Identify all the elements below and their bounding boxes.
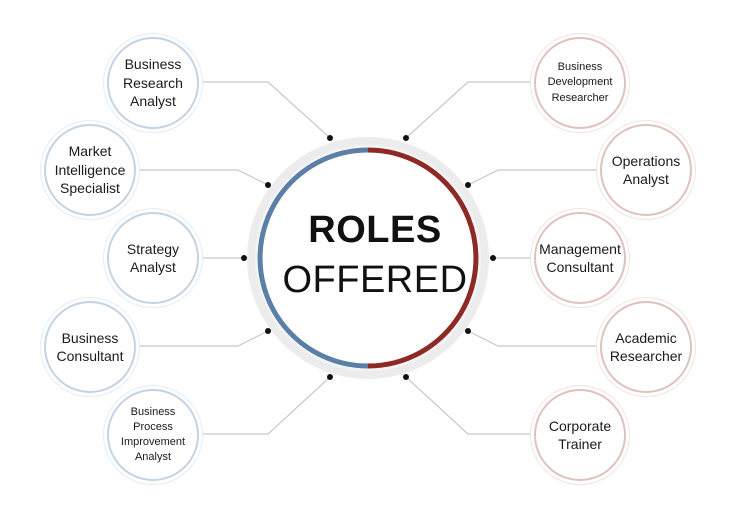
role-business-development-researcher: Business Development Researcher xyxy=(534,37,626,129)
connector-dot xyxy=(327,374,333,380)
connector-line xyxy=(200,376,331,435)
role-label: Strategy Analyst xyxy=(126,240,180,275)
connector-dot xyxy=(265,328,271,334)
role-label: Business Development Researcher xyxy=(547,61,613,104)
role-corporate-trainer: Corporate Trainer xyxy=(534,389,626,481)
hub-halo xyxy=(247,137,489,379)
role-market-intelligence-specialist: Market Intelligence Specialist xyxy=(44,124,136,216)
connector-dot xyxy=(403,135,409,141)
connector-line xyxy=(137,169,269,186)
role-operations-analyst: Operations Analyst xyxy=(600,124,692,216)
role-label: Market Intelligence Specialist xyxy=(54,143,126,197)
role-label: Business Process Improvement Analyst xyxy=(120,405,186,464)
connector-dot xyxy=(465,328,471,334)
connector-dot xyxy=(241,255,247,261)
connector-dot xyxy=(465,182,471,188)
hub-ring-left xyxy=(257,147,369,369)
role-label: Management Consultant xyxy=(539,240,621,275)
hub-ring-right xyxy=(367,147,479,369)
role-label: Academic Researcher xyxy=(609,329,683,364)
connector-line xyxy=(137,330,269,347)
connector-line xyxy=(405,81,534,139)
connector-dot xyxy=(327,135,333,141)
role-label: Operations Analyst xyxy=(611,152,681,187)
connector-line xyxy=(467,169,600,186)
role-label: Business Research Analyst xyxy=(123,56,183,110)
role-business-research-analyst: Business Research Analyst xyxy=(107,37,199,129)
role-label: Corporate Trainer xyxy=(548,417,612,452)
role-strategy-analyst: Strategy Analyst xyxy=(107,212,199,304)
role-business-consultant: Business Consultant xyxy=(44,301,136,393)
role-label: Business Consultant xyxy=(56,329,124,364)
role-academic-researcher: Academic Researcher xyxy=(600,301,692,393)
connector-dot xyxy=(490,255,496,261)
connector-line xyxy=(405,376,534,435)
connector-line xyxy=(200,81,331,139)
role-management-consultant: Management Consultant xyxy=(534,212,626,304)
hub-label: ROLES OFFERED xyxy=(265,205,485,305)
connector-dot xyxy=(265,182,271,188)
connector-dot xyxy=(403,374,409,380)
connector-line xyxy=(467,330,600,347)
hub-subtitle: OFFERED xyxy=(282,259,468,301)
hub-outer-rim xyxy=(255,145,481,371)
hub-title: ROLES xyxy=(308,209,442,251)
role-business-process-improvement-analyst: Business Process Improvement Analyst xyxy=(107,389,199,481)
